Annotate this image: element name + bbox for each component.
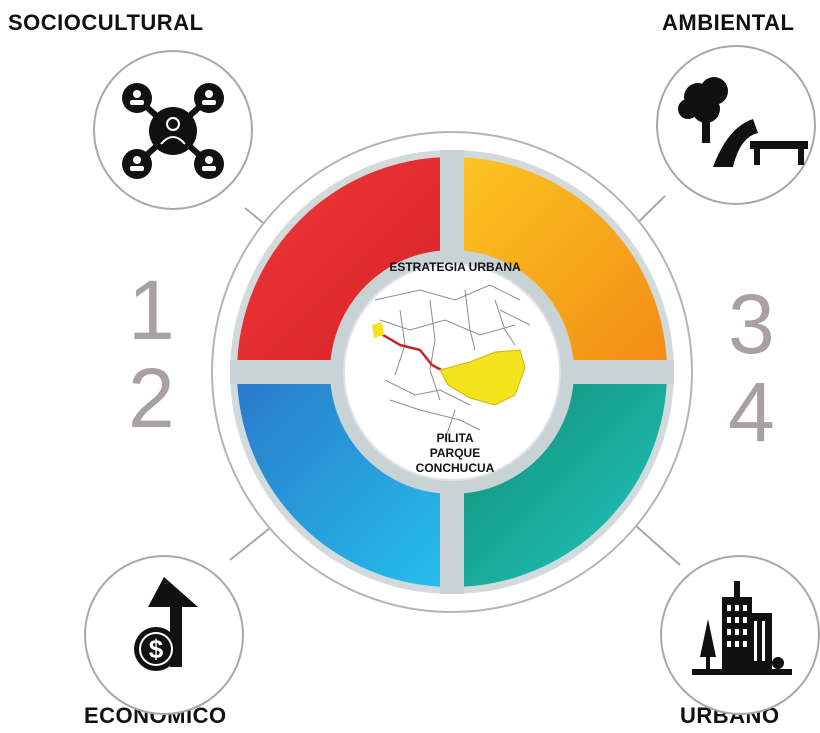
network-people-icon xyxy=(122,83,224,179)
city-buildings-icon xyxy=(692,581,792,675)
number-1: 1 xyxy=(128,263,175,357)
center-line-1: PILITA xyxy=(436,431,474,445)
segment-red xyxy=(237,157,452,372)
economico-icon-circle: $ xyxy=(84,555,244,715)
center-line-2: PARQUE xyxy=(429,446,481,460)
separator-horizontal-left xyxy=(230,360,340,384)
center-title: ESTRATEGIA URBANA xyxy=(389,260,521,274)
map-sketch xyxy=(374,284,531,441)
svg-text:$: $ xyxy=(149,634,164,664)
map-red-route xyxy=(377,330,446,374)
separator-vertical-bottom xyxy=(440,484,464,594)
segment-blue xyxy=(237,372,452,587)
urbano-icon-circle xyxy=(660,555,820,715)
sociocultural-icon-circle xyxy=(93,50,253,210)
number-3: 3 xyxy=(728,277,775,371)
number-2: 2 xyxy=(128,351,175,445)
segment-orange xyxy=(452,157,667,372)
dollar-arrow-icon: $ xyxy=(134,577,198,671)
separator-horizontal-right xyxy=(564,360,674,384)
segment-teal xyxy=(452,372,667,587)
map-yellow-area xyxy=(439,349,526,406)
connector-line xyxy=(634,524,681,566)
map-yellow-start xyxy=(372,322,384,338)
label-ambiental: AMBIENTAL xyxy=(662,10,795,35)
center-line-3: CONCHUCUA xyxy=(415,461,495,475)
tree-road-bench-icon xyxy=(678,77,808,167)
ambiental-icon-circle xyxy=(656,45,816,205)
separator-vertical-top xyxy=(440,150,464,260)
label-sociocultural: SOCIOCULTURAL xyxy=(8,10,204,35)
number-4: 4 xyxy=(728,365,775,459)
